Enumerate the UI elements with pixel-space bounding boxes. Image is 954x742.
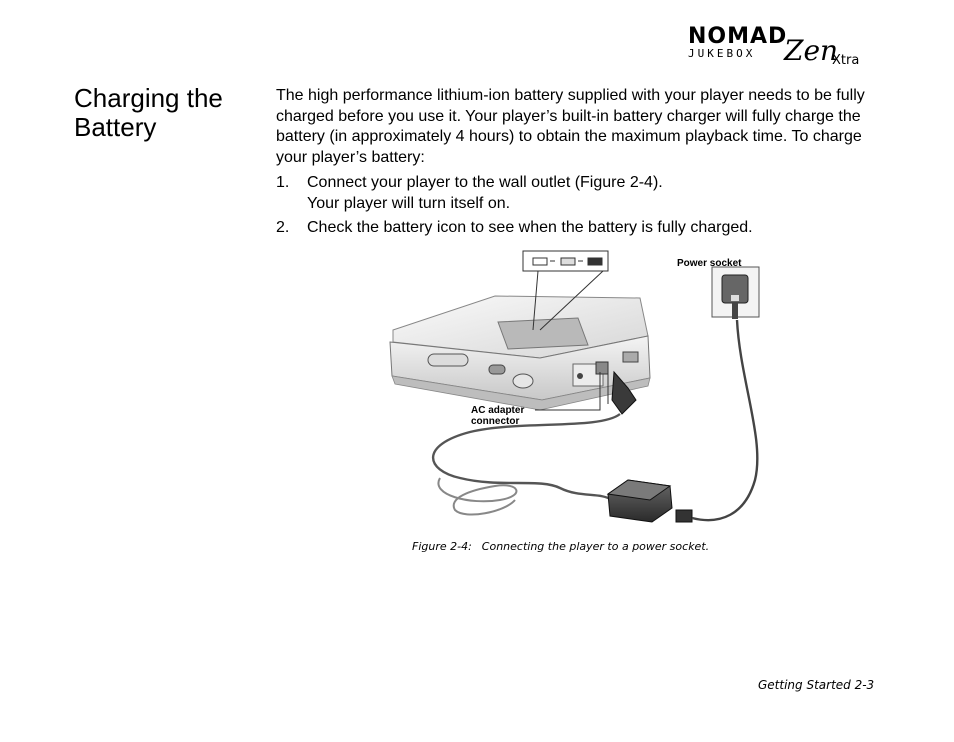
usb-port — [622, 351, 639, 363]
step-number: 1. — [276, 174, 290, 191]
cable-coil — [437, 477, 518, 516]
caption-label: Figure 2-4: — [412, 540, 472, 553]
ac-adapter-label-line1: AC adapter — [471, 405, 525, 416]
nomad-logo: NOMAD JUKEBOX Zen Xtra — [686, 26, 876, 76]
logo-xtra-text: Xtra — [832, 53, 860, 68]
battery-empty-icon — [532, 257, 548, 266]
power-adapter — [606, 479, 693, 523]
dc-in-port — [595, 361, 609, 375]
power-socket — [711, 266, 760, 319]
logo-zen-text: Zen — [784, 34, 839, 67]
player-buttons — [427, 353, 469, 367]
power-socket-label: Power socket — [677, 258, 742, 269]
step-number: 2. — [276, 219, 290, 236]
adapter-plug — [675, 509, 693, 523]
player-device — [389, 295, 651, 411]
step-text: Connect your player to the wall outlet (… — [307, 174, 663, 191]
power-cord — [691, 319, 759, 522]
charging-illustration — [389, 250, 760, 523]
step-text: Check the battery icon to see when the b… — [307, 219, 753, 236]
ac-adapter-label-line2: connector — [471, 416, 520, 427]
logo-jukebox-text: JUKEBOX — [688, 47, 756, 60]
step-subtext: Your player will turn itself on. — [307, 194, 511, 212]
battery-charging-icon — [560, 257, 576, 266]
section-heading: Charging the Battery — [74, 83, 223, 142]
battery-full-icon — [587, 257, 603, 266]
player-round-button — [512, 373, 534, 389]
adapter-cable — [432, 413, 621, 502]
battery-icon-callout — [522, 250, 609, 331]
intro-text: The high performance lithium-ion battery… — [276, 87, 865, 166]
intro-paragraph: The high performance lithium-ion battery… — [276, 86, 876, 168]
logo-nomad-text: NOMAD — [688, 24, 788, 49]
caption-text: Connecting the player to a power socket. — [481, 540, 710, 553]
figure-caption: Figure 2-4: Connecting the player to a po… — [412, 540, 709, 553]
player-switch — [488, 364, 506, 375]
player-screen — [497, 317, 589, 350]
page-footer: Getting Started 2-3 — [758, 678, 875, 692]
